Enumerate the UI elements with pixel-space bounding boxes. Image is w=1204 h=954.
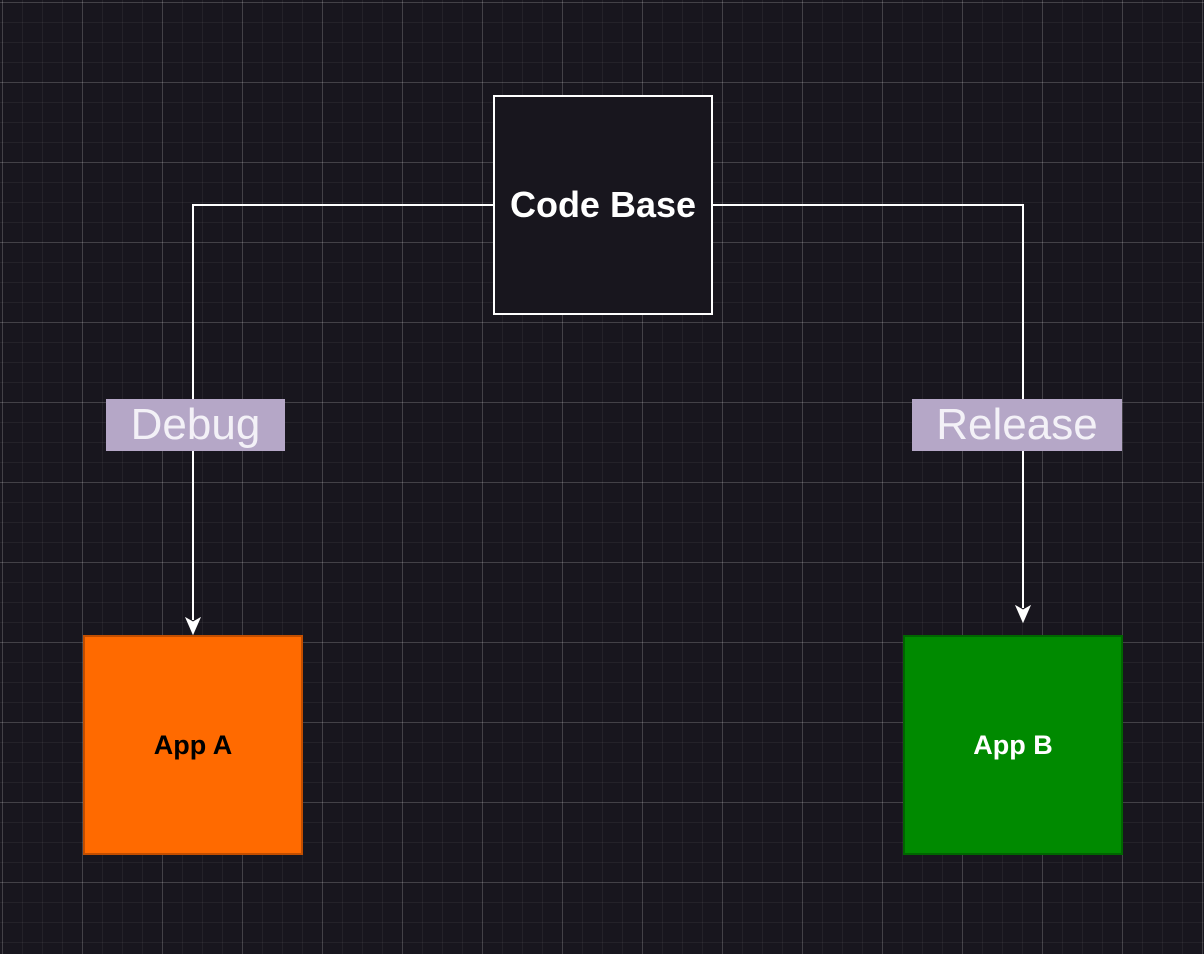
node-app-a[interactable]: App A [83, 635, 303, 855]
connector-debug[interactable] [192, 204, 493, 620]
node-app-a-label: App A [153, 729, 233, 760]
node-app-b[interactable]: App B [903, 635, 1123, 855]
edge-label-debug[interactable]: Debug [106, 399, 285, 451]
node-code-base[interactable]: Code Base [493, 95, 713, 315]
edge-label-debug-text: Debug [130, 400, 261, 449]
edge-label-release-text: Release [936, 400, 1098, 449]
arrowhead-debug [184, 616, 202, 636]
connector-release[interactable] [713, 204, 1024, 608]
node-app-b-label: App B [973, 729, 1053, 760]
node-code-base-label: Code Base [509, 184, 697, 225]
arrowhead-release [1014, 604, 1032, 624]
edge-label-release[interactable]: Release [912, 399, 1122, 451]
